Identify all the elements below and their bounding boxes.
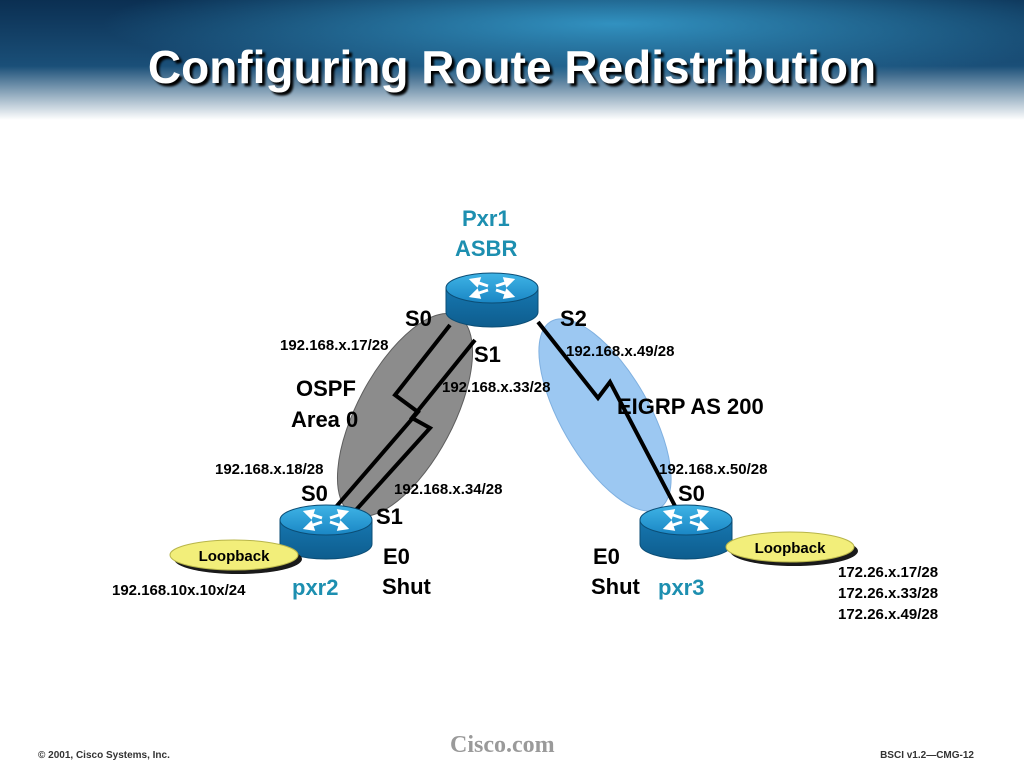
pxr3-loopback-badge: Loopback <box>730 534 858 566</box>
pxr2-s0-label: S0 <box>301 481 328 506</box>
pxr3-s0-address: 192.168.x.50/28 <box>659 461 768 478</box>
serial-link-s0-s0 <box>333 323 452 510</box>
ospf-label: OSPF <box>296 376 356 401</box>
pxr1-role-label: ASBR <box>455 236 518 261</box>
footer-course-code: BSCI v1.2—CMG-12 <box>880 750 974 761</box>
router-pxr2-icon <box>279 504 373 560</box>
serial-link-s2-s0 <box>536 320 677 507</box>
pxr2-s1-address: 192.168.x.34/28 <box>394 481 503 498</box>
pxr1-s0-label: S0 <box>405 306 432 331</box>
pxr2-name-label: pxr2 <box>292 575 339 600</box>
pxr3-e0-status: Shut <box>591 574 640 599</box>
pxr3-loopback-address-2: 172.26.x.33/28 <box>838 585 939 602</box>
slide-title: Configuring Route Redistribution <box>147 41 877 93</box>
pxr3-name-label: pxr3 <box>658 575 705 600</box>
pxr2-e0-status: Shut <box>382 574 431 599</box>
cisco-logo-text: Cisco.com <box>450 732 555 758</box>
pxr2-loopback-badge: Loopback <box>174 542 302 574</box>
pxr2-s1-label: S1 <box>376 504 403 529</box>
pxr3-e0-label: E0 <box>593 544 620 569</box>
pxr2-loopback-address: 192.168.10x.10x/24 <box>112 582 246 599</box>
pxr1-s2-address: 192.168.x.49/28 <box>566 343 675 360</box>
pxr2-loopback-ellipse <box>169 539 302 574</box>
pxr3-loopback-text: Loopback <box>754 540 826 557</box>
title-banner <box>0 0 1024 120</box>
pxr1-s1-address: 192.168.x.33/28 <box>442 379 551 396</box>
pxr1-s1-label: S1 <box>474 342 501 367</box>
pxr3-loopback-address-1: 172.26.x.17/28 <box>838 564 939 581</box>
pxr2-loopback-text: Loopback <box>198 548 270 565</box>
pxr2-s0-address: 192.168.x.18/28 <box>215 461 324 478</box>
pxr1-name-label: Pxr1 <box>462 206 510 231</box>
router-pxr3-icon <box>639 504 733 560</box>
pxr3-loopback-address-3: 172.26.x.49/28 <box>838 606 939 623</box>
pxr2-e0-label: E0 <box>383 544 410 569</box>
pxr3-s0-label: S0 <box>678 481 705 506</box>
pxr1-s0-address: 192.168.x.17/28 <box>280 337 389 354</box>
serial-link-s1-s1 <box>354 338 477 512</box>
eigrp-as-label: EIGRP AS 200 <box>617 394 764 419</box>
footer-copyright: © 2001, Cisco Systems, Inc. <box>38 750 170 761</box>
ospf-area-label: Area 0 <box>291 407 359 432</box>
pxr3-loopback-ellipse <box>725 531 858 566</box>
pxr1-s2-label: S2 <box>560 306 587 331</box>
router-pxr1-icon <box>445 272 539 328</box>
